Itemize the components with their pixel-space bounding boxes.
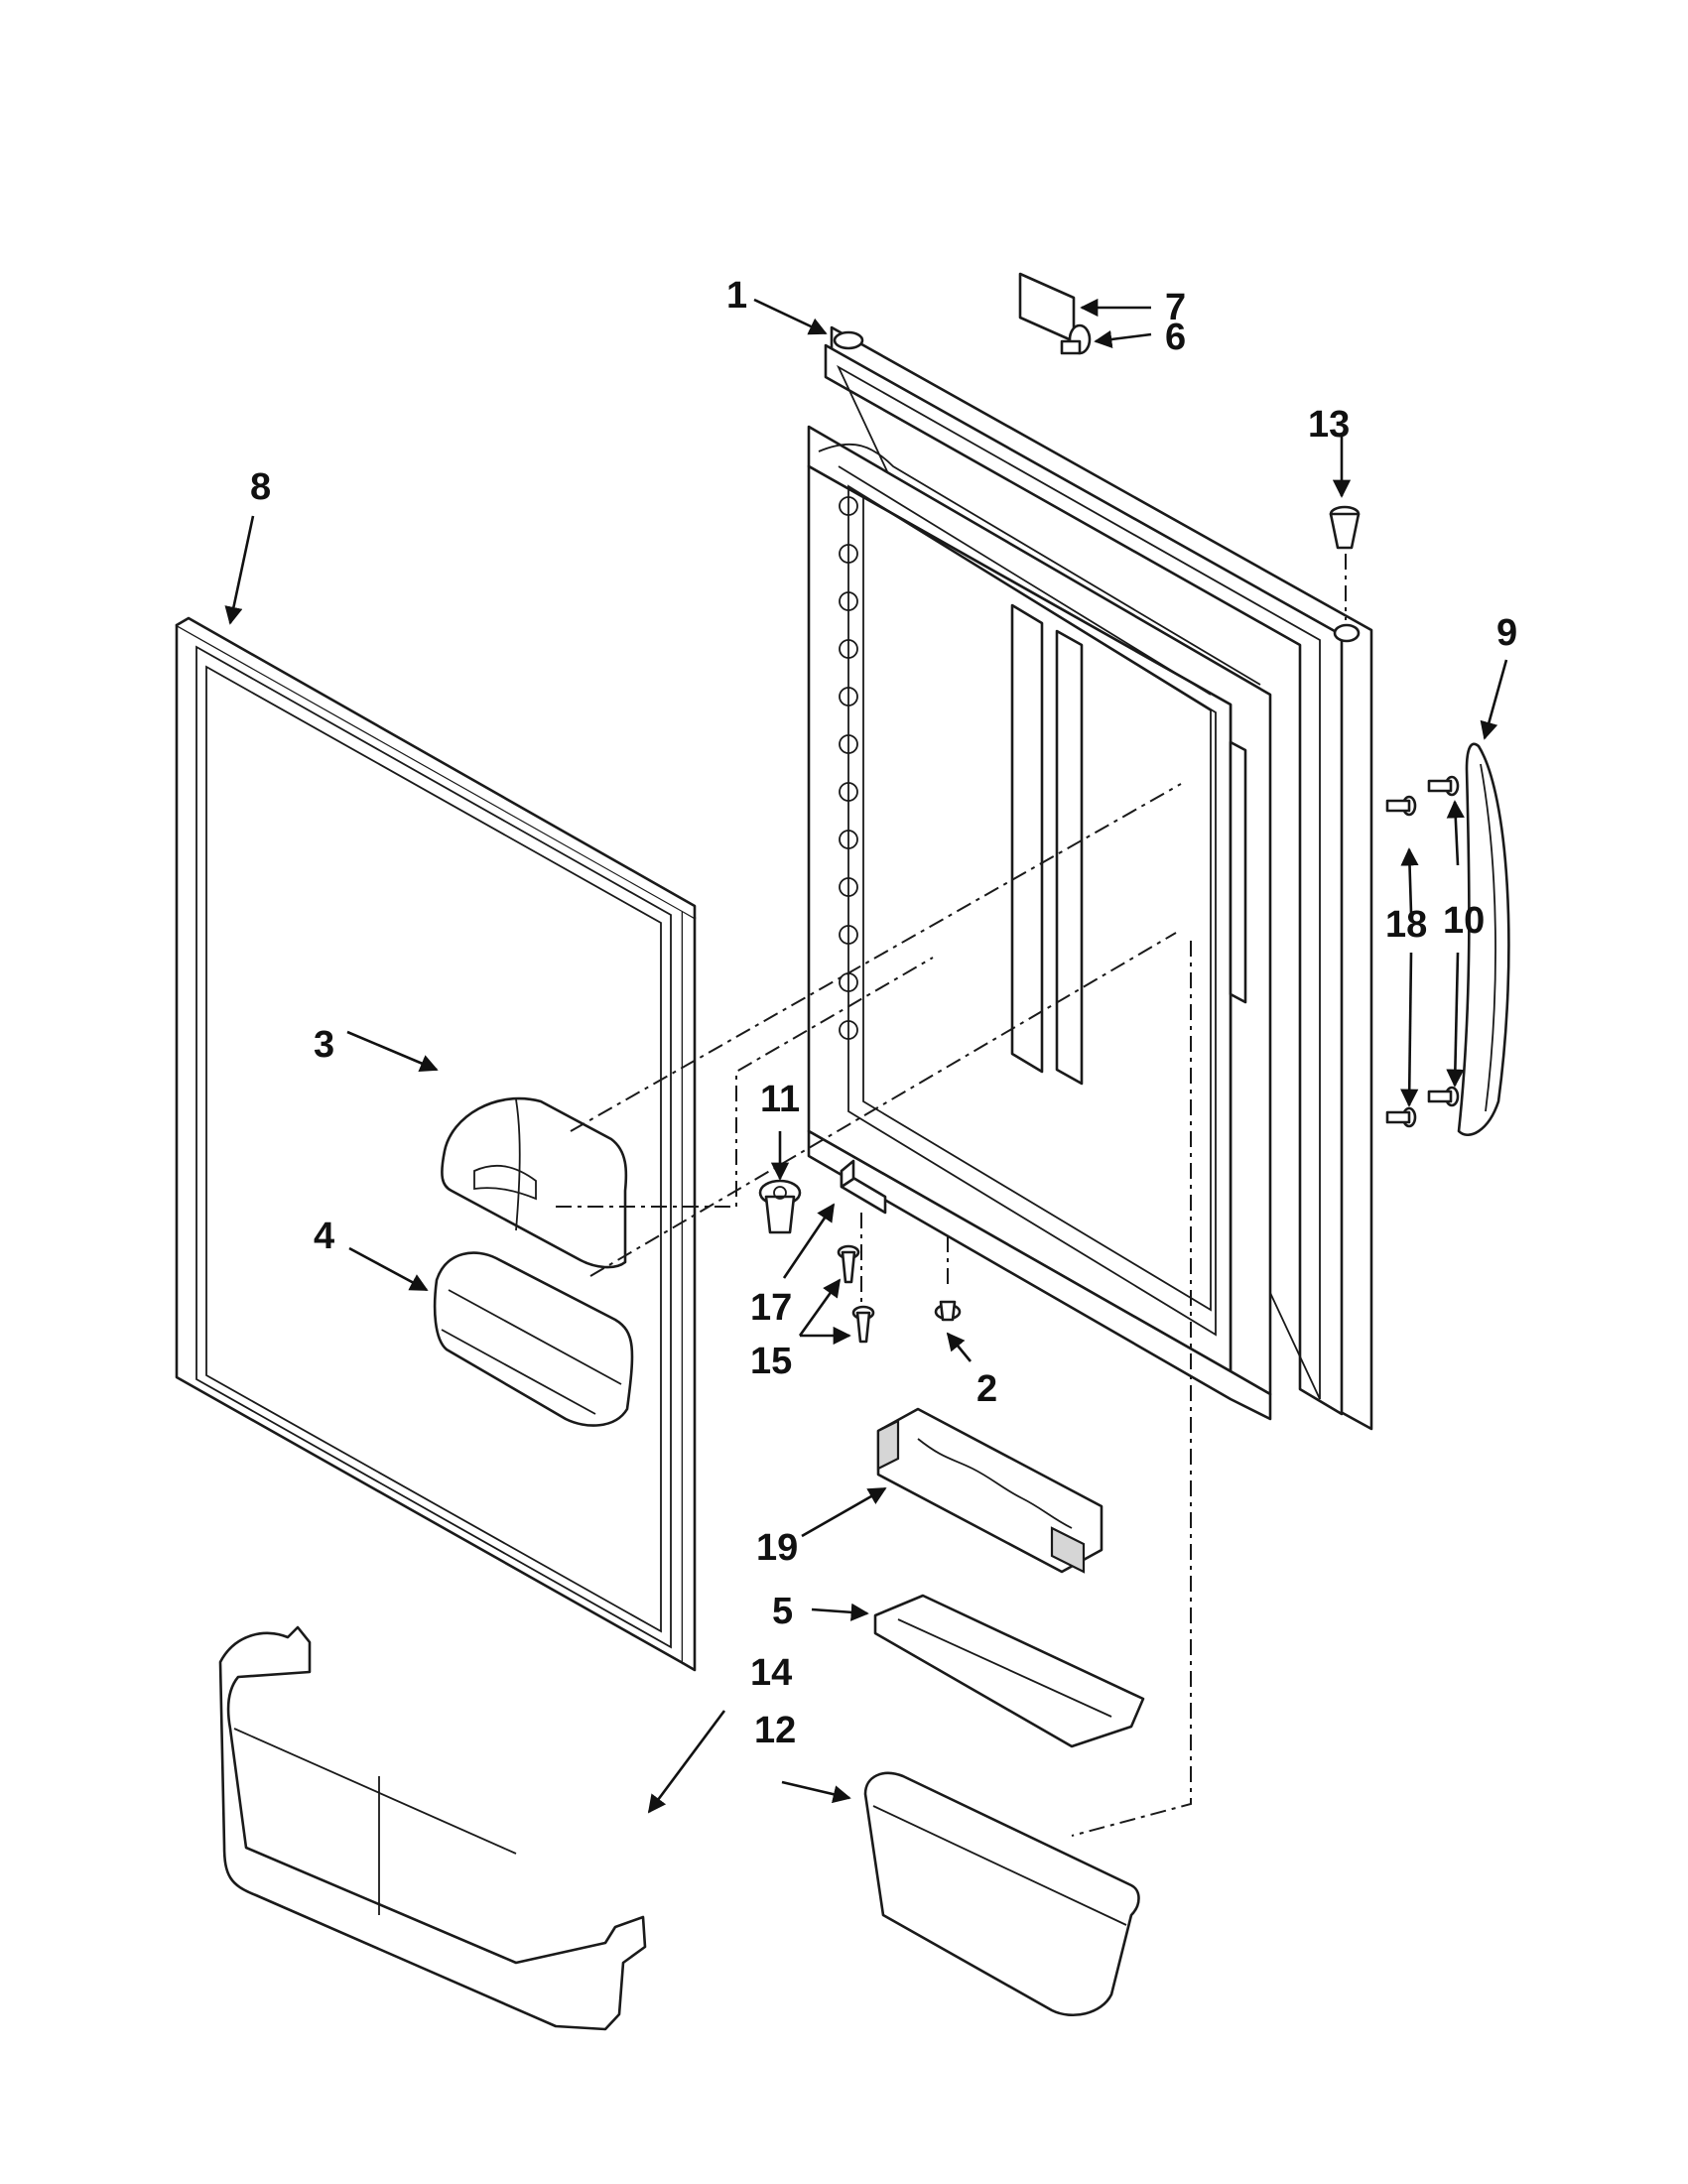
leader-12 [781, 1780, 851, 1804]
callout-10: 10 [1443, 900, 1485, 942]
leader-9 [1480, 659, 1508, 740]
egg-tray [876, 1407, 1104, 1574]
leader-19 [801, 1486, 887, 1538]
guide-line-12 [1071, 941, 1192, 1837]
leader-3 [346, 1030, 439, 1073]
guide-line-3 [570, 783, 1182, 1132]
leader-10-down [1446, 952, 1465, 1088]
callout-5: 5 [772, 1591, 793, 1632]
guide-line-4 [589, 932, 1177, 1277]
screw-part-2 [934, 1300, 962, 1322]
callout-2: 2 [976, 1368, 997, 1410]
bracket-part-17 [840, 1159, 887, 1215]
door-handle [1457, 742, 1510, 1136]
handle-screw-upper-10 [1427, 775, 1460, 797]
leader-17 [782, 1203, 836, 1279]
gallon-door-bin [218, 1625, 647, 2031]
screws-part-15 [837, 1244, 875, 1344]
callout-labels: 1 2 3 4 5 6 7 8 9 10 11 12 13 14 15 17 1… [250, 275, 1517, 1751]
leader-4 [348, 1246, 429, 1292]
handle-screw-upper-18 [1385, 795, 1417, 817]
leader-18-up [1400, 847, 1419, 914]
leader-18-down [1400, 952, 1419, 1107]
dairy-compartment-door [441, 1096, 628, 1269]
handle-screws [1385, 775, 1460, 1128]
door-assembly [807, 325, 1373, 1431]
door-bin-part-12 [863, 1771, 1140, 2017]
leader-6 [1094, 329, 1152, 348]
leader-8 [224, 515, 255, 625]
callout-8: 8 [250, 466, 271, 508]
callout-6: 6 [1165, 317, 1186, 358]
callout-14: 14 [750, 1652, 792, 1694]
leader-15-a [798, 1278, 842, 1337]
label-part [1018, 272, 1076, 343]
callout-12: 12 [754, 1710, 796, 1751]
callout-7: 7 [1165, 287, 1186, 328]
plug-part-13 [1329, 505, 1361, 550]
callout-13: 13 [1308, 404, 1350, 446]
door-stop-part-11 [758, 1179, 802, 1234]
callout-15: 15 [750, 1341, 792, 1382]
leader-1 [753, 298, 828, 335]
leader-10-up [1446, 800, 1465, 866]
leader-arrows [224, 298, 1508, 1814]
leader-2 [946, 1332, 973, 1362]
callout-3: 3 [314, 1024, 334, 1066]
guide-line-11 [556, 957, 934, 1208]
leader-14 [647, 1710, 726, 1814]
callout-19: 19 [756, 1527, 798, 1569]
leader-5 [811, 1603, 869, 1621]
callout-9: 9 [1496, 612, 1517, 654]
callout-4: 4 [314, 1216, 334, 1257]
handle-screw-lower-10 [1427, 1086, 1460, 1107]
dairy-bin [433, 1251, 634, 1427]
screw-part-6 [1060, 323, 1092, 355]
shelf-peg-column [839, 496, 858, 1040]
handle-screw-lower-18 [1385, 1106, 1417, 1128]
callout-11: 11 [760, 1079, 800, 1120]
callout-18: 18 [1385, 904, 1427, 946]
shelf-part-5 [873, 1594, 1145, 1748]
callout-17: 17 [750, 1287, 792, 1329]
callout-1: 1 [726, 275, 747, 317]
